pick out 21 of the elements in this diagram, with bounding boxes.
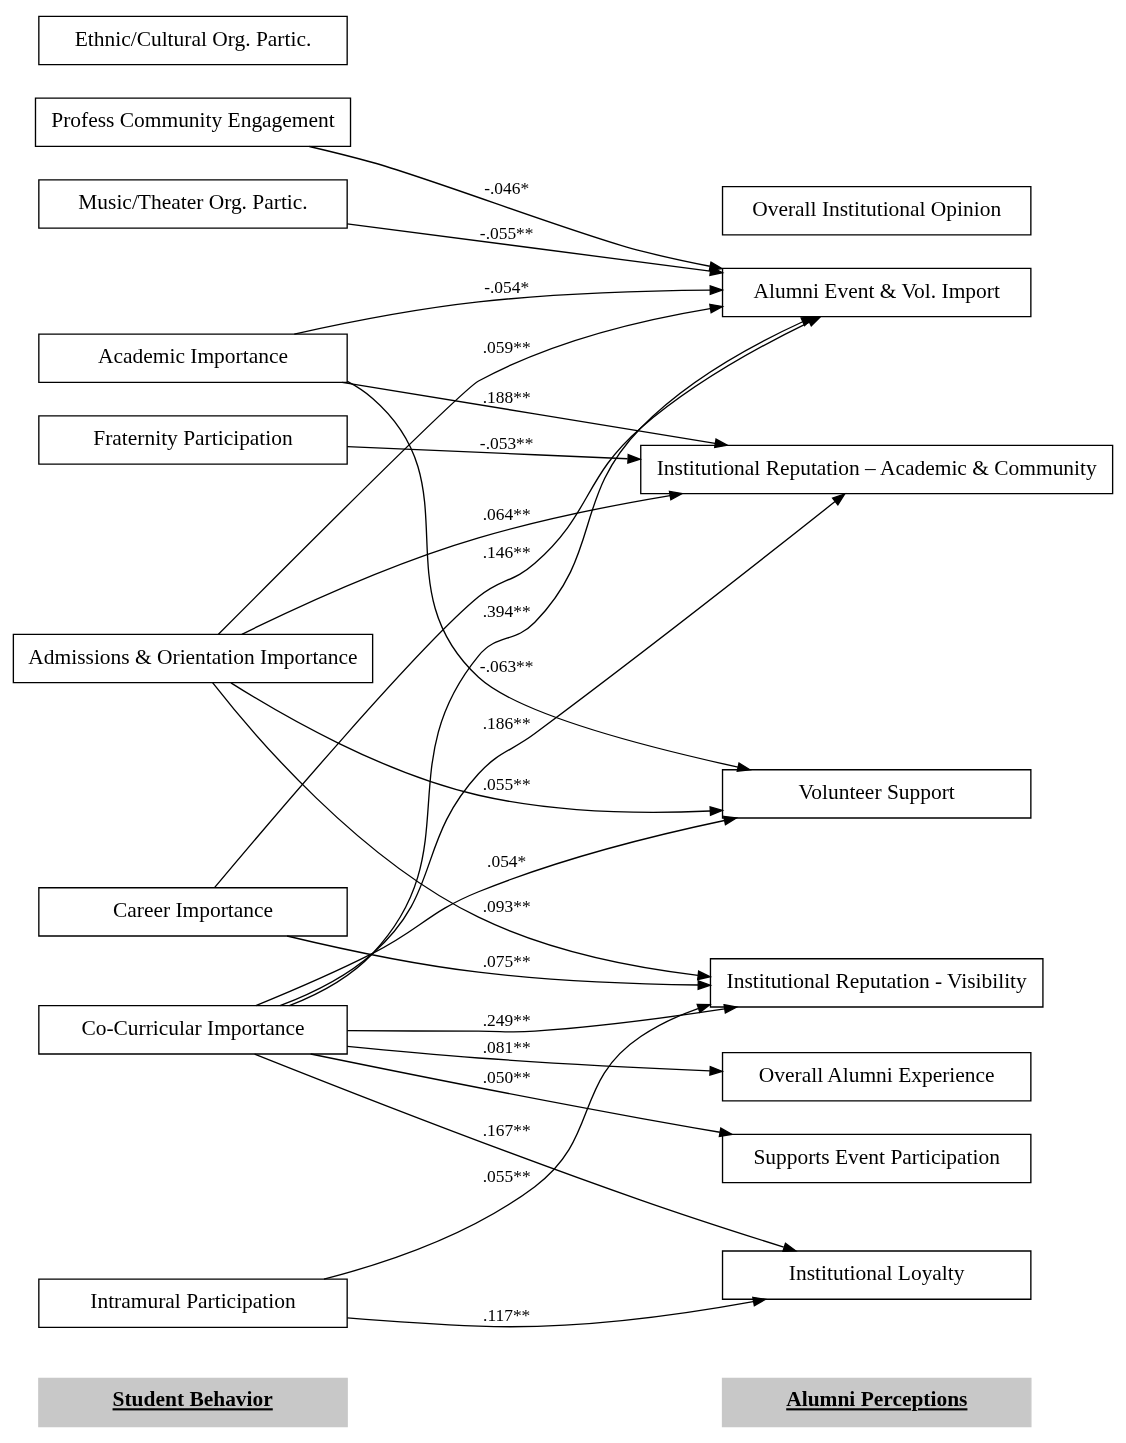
edge-label: .093**	[482, 896, 531, 917]
edge-label: .117**	[483, 1305, 531, 1326]
edge-label: .167**	[482, 1120, 531, 1141]
edge-label: .064**	[482, 503, 531, 524]
edge-label: .081**	[482, 1037, 531, 1058]
edge-label: .059**	[482, 337, 531, 358]
edge-label: -.055**	[479, 223, 534, 244]
edge-label: .075**	[482, 951, 531, 972]
edge-label: .186**	[482, 712, 531, 733]
edge-label: -.053**	[479, 432, 534, 453]
edge-label: .249**	[482, 1010, 531, 1031]
edge-label: -.054*	[484, 277, 530, 298]
edge-label: .050**	[482, 1066, 531, 1087]
edge-label: .055**	[482, 774, 531, 795]
edge-label: .055**	[482, 1165, 531, 1186]
edge-label: -.046*	[484, 177, 530, 198]
edge-label: -.063**	[479, 656, 534, 677]
edge-label: .054*	[487, 850, 527, 871]
edge-label: .146**	[482, 542, 531, 563]
edge-label: .394**	[482, 601, 531, 622]
edge-label: .188**	[482, 386, 531, 407]
